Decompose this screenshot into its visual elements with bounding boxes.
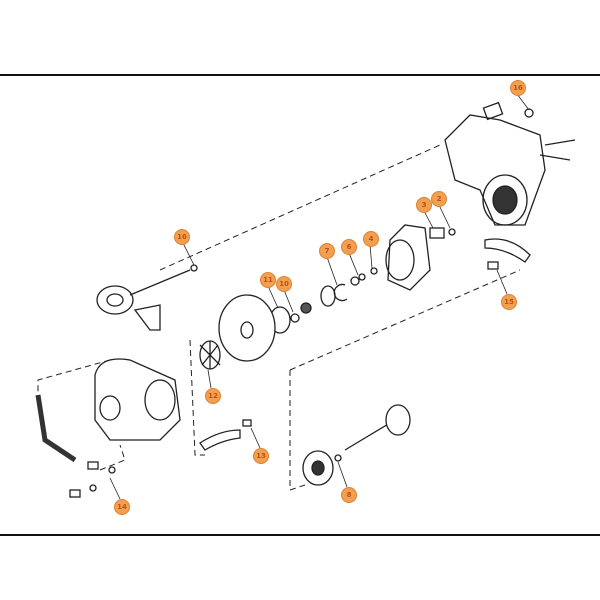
bolt [487, 261, 499, 270]
callout-16-top: 16 [510, 80, 526, 96]
callout-14: 14 [114, 499, 130, 515]
compressor-housing [94, 358, 181, 441]
assembly-lines [37, 144, 521, 491]
leader-lines [109, 93, 530, 500]
wastegate-actuator [96, 264, 198, 331]
bearing-housing [385, 224, 456, 291]
callout-2: 2 [431, 191, 447, 207]
callout-16-left: 16 [174, 229, 190, 245]
turbine-shaft [344, 404, 411, 451]
callout-6: 6 [341, 239, 357, 255]
backplate [218, 294, 276, 362]
callout-4: 4 [363, 231, 379, 247]
callout-7: 7 [319, 243, 335, 259]
callout-3: 3 [416, 197, 432, 213]
thrust-collar [302, 450, 342, 486]
compressor-wheel [199, 340, 221, 370]
callout-12: 12 [205, 388, 221, 404]
oil-line [35, 394, 77, 463]
clamp-bolt [242, 419, 252, 427]
callout-13: 13 [253, 448, 269, 464]
callout-15: 15 [501, 294, 517, 310]
turbine-housing [444, 101, 576, 226]
heat-shield-bracket [484, 238, 531, 263]
callout-8: 8 [341, 487, 357, 503]
callout-11: 11 [260, 272, 276, 288]
fittings [69, 461, 116, 498]
clamp [199, 429, 241, 451]
callout-10: 10 [276, 276, 292, 292]
